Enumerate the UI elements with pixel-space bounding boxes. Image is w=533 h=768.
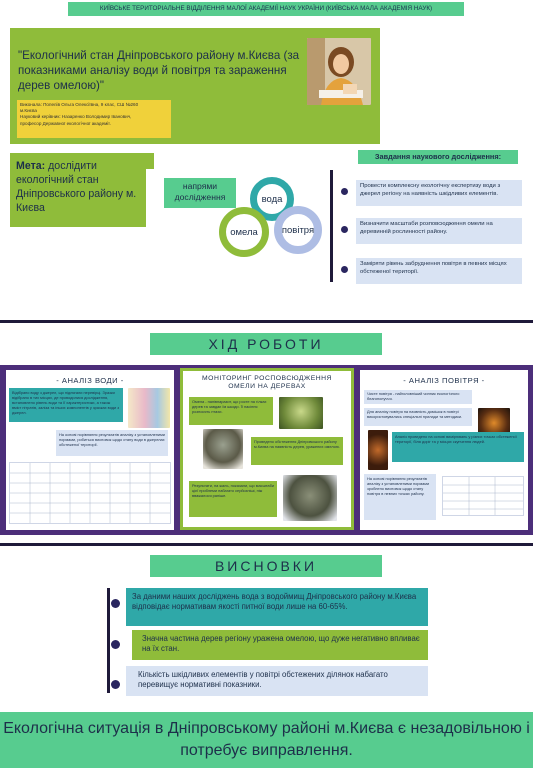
conclusion-item-mistletoe: Значна частина дерев регіону уражена оме…	[132, 630, 428, 660]
air-analysis-panel: - АНАЛІЗ ПОВІТРЯ - Чисте повітря - найго…	[360, 370, 528, 530]
task-bullet	[341, 266, 348, 273]
water-conclusion-box: На основі порівняння результатів аналізу…	[56, 430, 168, 456]
infected-tree-photo	[283, 475, 337, 521]
tasks-timeline-line	[330, 170, 333, 282]
mistletoe-results-box: Результати, на жаль, показали, що масшта…	[189, 481, 277, 517]
author-line: професор Державної екологічної академії.	[20, 120, 111, 126]
circle-air: повітря	[274, 206, 322, 254]
author-photo	[307, 38, 371, 105]
air-method-box: Для аналізу повітря на наявність домішок…	[364, 408, 472, 426]
author-line: Науковий керівник: Назаренко Володимир І…	[20, 114, 132, 120]
conclusion-item-air: Кількість шкідливих елементів у повітрі …	[126, 666, 428, 696]
progress-section-title: ХІД РОБОТИ	[150, 333, 382, 355]
circle-mistletoe: омела	[219, 207, 269, 257]
task-item: Визначити масштаби розповсюдження омели …	[356, 218, 522, 244]
mistletoe-info-box: Омела - напівпаразит, що росте на гілках…	[189, 397, 273, 425]
author-line: м.Києва	[20, 108, 37, 114]
conclusions-section-title: ВИСНОВКИ	[150, 555, 382, 577]
water-test-strips-image	[128, 388, 170, 428]
organization-banner: КИЇВСЬКЕ ТЕРИТОРІАЛЬНЕ ВІДДІЛЕННЯ МАЛОЇ …	[68, 2, 464, 16]
goal-text: дослідити екологічний стан Дніпровського…	[16, 160, 137, 214]
air-results-table	[442, 476, 524, 516]
air-panel-title: - АНАЛІЗ ПОВІТРЯ -	[403, 376, 485, 385]
author-info: Виконала: Попелів Ольга Олексіївна, 9 кл…	[17, 100, 171, 138]
air-measure-box: Аналіз проведено на основі вимірювань у …	[392, 432, 524, 462]
final-conclusion-banner: Екологічна ситуація в Дніпровському райо…	[0, 712, 533, 768]
conclusion-bullet	[111, 680, 120, 689]
poster-title: "Екологічний стан Дніпровського району м…	[18, 49, 300, 92]
mistletoe-panel-title: МОНІТОРИНГ РОСПОВСЮДЖЕННЯ ОМЕЛИ НА ДЕРЕВ…	[202, 375, 332, 390]
conclusions-timeline-line	[107, 588, 110, 693]
goal-tab-accent	[146, 153, 154, 169]
conclusion-bullet	[111, 599, 120, 608]
air-intro-box: Чисте повітря - найголовніший чинник еко…	[364, 390, 472, 404]
directions-label: напрями дослідження	[164, 178, 236, 208]
conclusion-bullet	[111, 640, 120, 649]
section-divider	[0, 320, 533, 323]
tasks-title: Завдання наукового дослідження:	[358, 150, 518, 164]
water-results-table	[9, 462, 171, 524]
air-conclusion-box: На основі порівняння результатів аналізу…	[364, 474, 436, 520]
task-item: Провести комплексну екологічну експертиз…	[356, 180, 522, 206]
mistletoe-survey-box: Проведено обстеження Дніпровського район…	[251, 437, 343, 465]
mistletoe-photo	[279, 397, 323, 429]
task-bullet	[341, 188, 348, 195]
section-divider	[0, 543, 533, 546]
task-item: Заміряти рівень забруднення повітря в пе…	[356, 258, 522, 284]
mistletoe-monitoring-panel: МОНІТОРИНГ РОСПОВСЮДЖЕННЯ ОМЕЛИ НА ДЕРЕВ…	[180, 368, 354, 530]
conclusion-item-water: За даними наших досліджень вода з водойм…	[126, 588, 428, 626]
tree-photo	[203, 429, 243, 469]
water-analysis-panel: - АНАЛІЗ ВОДИ - Відібрано воду з джерел,…	[6, 370, 174, 530]
author-line: Виконала: Попелів Ольга Олексіївна, 9 кл…	[20, 102, 139, 107]
goal-box: Мета: дослідити екологічний стан Дніпров…	[10, 153, 146, 227]
water-method-box: Відібрано воду з джерел, що підлягали пе…	[9, 388, 123, 422]
air-sample-photo	[368, 430, 388, 470]
water-panel-title: - АНАЛІЗ ВОДИ -	[56, 376, 124, 385]
goal-label: Мета:	[16, 160, 46, 172]
task-bullet	[341, 226, 348, 233]
